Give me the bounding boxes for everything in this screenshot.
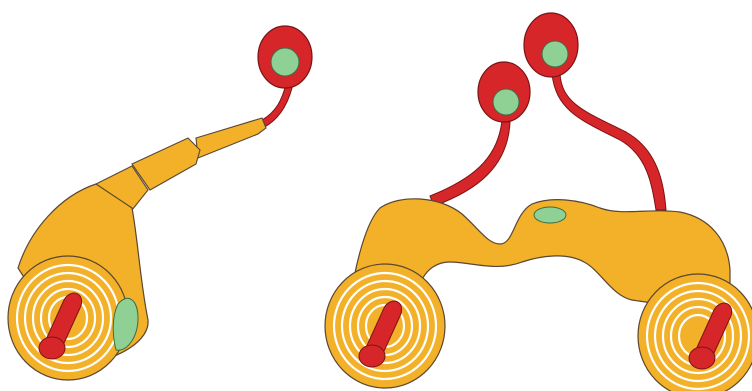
right-axon-process-right	[552, 74, 666, 210]
right-axon-process-left	[430, 120, 510, 206]
right-figure	[325, 13, 752, 391]
left-sheath-segment-top	[196, 118, 266, 158]
right-cell-body-left	[478, 62, 530, 122]
right-sheath-nucleus	[534, 207, 566, 223]
right-cell-body-right	[524, 13, 578, 77]
left-figure	[8, 26, 312, 380]
left-cell-body	[258, 26, 312, 88]
